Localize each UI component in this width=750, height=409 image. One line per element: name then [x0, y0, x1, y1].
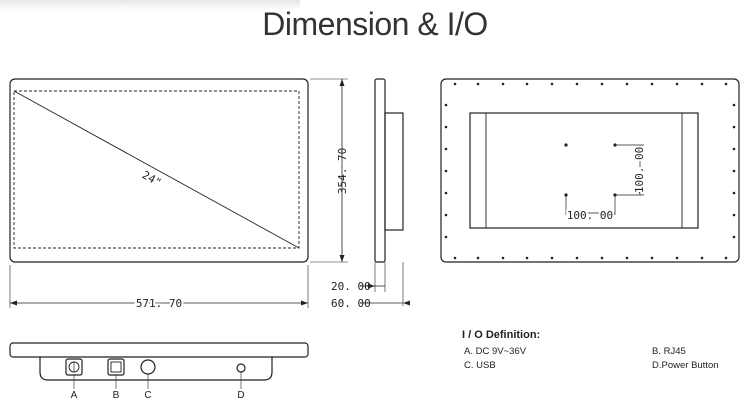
mounting-holes [444, 82, 736, 260]
io-definition-heading: I / O Definition: [462, 329, 541, 341]
port-d-label: D [237, 390, 244, 401]
side-body [384, 112, 404, 231]
rear-housing [469, 112, 699, 229]
side-bezel [374, 78, 386, 263]
page-title: Dimension & I/O [262, 6, 488, 42]
depth-front-label: 20. 00 [331, 280, 371, 293]
io-item-a: A. DC 9V~36V [464, 346, 527, 357]
front-bezel [9, 78, 309, 263]
port-b-connector [107, 358, 125, 376]
port-a-label: A [71, 390, 78, 401]
vesa-v-label: 100. 00 [633, 147, 646, 193]
io-item-b: B. RJ45 [652, 346, 686, 357]
vesa-h-label: 100. 00 [567, 209, 613, 222]
header-fade-bar [0, 0, 300, 10]
port-c-label: C [144, 390, 151, 401]
port-c-connector [140, 359, 156, 375]
bottom-bezel [9, 342, 309, 358]
io-item-d: D.Power Button [652, 360, 719, 371]
depth-total-label: 60. 00 [331, 297, 371, 310]
port-b-label: B [113, 390, 120, 401]
io-item-c: C. USB [464, 360, 496, 371]
bottom-body [39, 357, 273, 381]
height-label: 354. 70 [336, 148, 349, 194]
active-area [13, 90, 300, 249]
rear-panel [440, 78, 740, 263]
port-d-button [236, 363, 246, 373]
width-label: 571. 70 [136, 297, 182, 310]
diagonal-line [13, 90, 300, 249]
